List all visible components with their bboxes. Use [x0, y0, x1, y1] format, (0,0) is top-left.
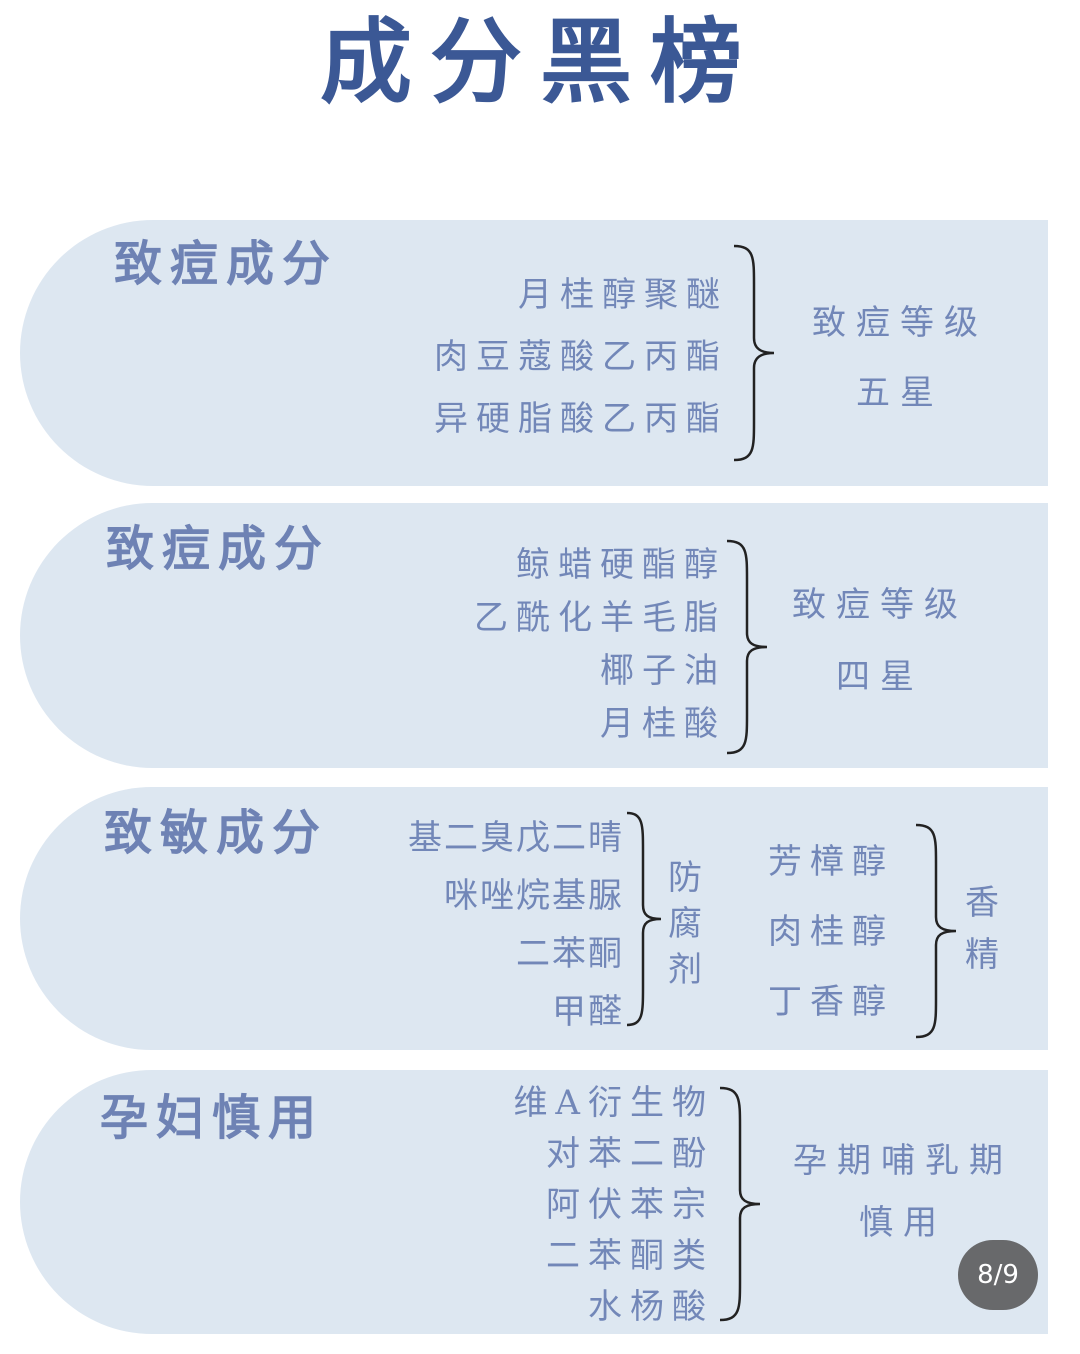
- ingredient-item: 椰子油: [600, 651, 726, 691]
- ingredient-item: 肉桂醇: [768, 912, 894, 952]
- curly-brace-icon: [732, 244, 778, 462]
- ingredient-item: 芳樟醇: [768, 842, 894, 882]
- section-heading: 致痘成分: [114, 236, 339, 292]
- caution-label: 孕期哺乳期: [793, 1141, 1013, 1181]
- ingredient-list: 月桂醇聚醚 肉豆蔻酸乙丙酯 异硬脂酸乙丙酯: [434, 264, 728, 450]
- ingredient-list: 鲸蜡硬酯醇 乙酰化羊毛脂 椰子油 月桂酸: [474, 539, 726, 751]
- section-acne-5star: 致痘成分 月桂醇聚醚 肉豆蔻酸乙丙酯 异硬脂酸乙丙酯 致痘等级 五星: [20, 220, 1048, 486]
- ingredient-item: 咪唑烷基脲: [444, 876, 624, 916]
- caution-value: 慎用: [859, 1203, 947, 1243]
- ingredient-item: 对苯二酚: [546, 1134, 714, 1174]
- section-heading: 孕妇慎用: [100, 1090, 325, 1146]
- ingredient-item: 二苯酮: [516, 934, 624, 974]
- section-allergen: 致敏成分 基二臭戊二晴 咪唑烷基脲 二苯酮 甲醛 防 腐 剂 芳樟醇 肉桂醇 丁…: [20, 787, 1048, 1050]
- ingredient-item: 二苯酮类: [546, 1236, 714, 1276]
- rating-label: 致痘等级: [812, 303, 988, 343]
- ingredient-item: 异硬脂酸乙丙酯: [434, 399, 728, 439]
- ingredient-item: 肉豆蔻酸乙丙酯: [434, 337, 728, 377]
- curly-brace-icon: [725, 539, 771, 755]
- rating-label: 致痘等级: [792, 585, 968, 625]
- curly-brace-icon: [914, 823, 960, 1039]
- ingredient-item: 阿伏苯宗: [546, 1185, 714, 1225]
- section-acne-4star: 致痘成分 鲸蜡硬酯醇 乙酰化羊毛脂 椰子油 月桂酸 致痘等级 四星: [20, 503, 1048, 768]
- curly-brace-icon: [625, 811, 665, 1027]
- section-heading: 致痘成分: [106, 521, 331, 577]
- rating-result: 致痘等级 四星: [780, 569, 980, 713]
- ingredient-item: 乙酰化羊毛脂: [474, 598, 726, 638]
- fragrance-list: 芳樟醇 肉桂醇 丁香醇: [768, 827, 894, 1037]
- ingredient-list: 维A衍生物 对苯二酚 阿伏苯宗 二苯酮类 水杨酸: [513, 1078, 714, 1333]
- preservative-list: 基二臭戊二晴 咪唑烷基脲 二苯酮 甲醛: [408, 809, 624, 1041]
- page-title: 成分黑榜: [319, 9, 760, 116]
- section-pregnancy: 孕妇慎用 维A衍生物 对苯二酚 阿伏苯宗 二苯酮类 水杨酸 孕期哺乳期 慎用: [20, 1070, 1048, 1334]
- ingredient-item: 甲醛: [552, 992, 624, 1032]
- rating-result: 致痘等级 五星: [800, 288, 1000, 428]
- section-heading: 致敏成分: [104, 805, 329, 861]
- ingredient-item: 鲸蜡硬酯醇: [516, 545, 726, 585]
- ingredient-item: 月桂醇聚醚: [518, 275, 728, 315]
- page-indicator-badge[interactable]: 8/9: [958, 1240, 1038, 1310]
- rating-value: 四星: [836, 657, 924, 697]
- ingredient-item: 基二臭戊二晴: [408, 818, 624, 858]
- ingredient-item: 水杨酸: [588, 1287, 714, 1327]
- ingredient-item: 月桂酸: [600, 704, 726, 744]
- curly-brace-icon: [718, 1086, 764, 1322]
- caution-result: 孕期哺乳期 慎用: [778, 1130, 1028, 1254]
- ingredient-item: 维A衍生物: [513, 1083, 714, 1123]
- rating-value: 五星: [856, 373, 944, 413]
- ingredient-item: 丁香醇: [768, 982, 894, 1022]
- preservative-label: 防 腐 剂: [668, 858, 702, 990]
- fragrance-label: 香 精: [965, 883, 999, 975]
